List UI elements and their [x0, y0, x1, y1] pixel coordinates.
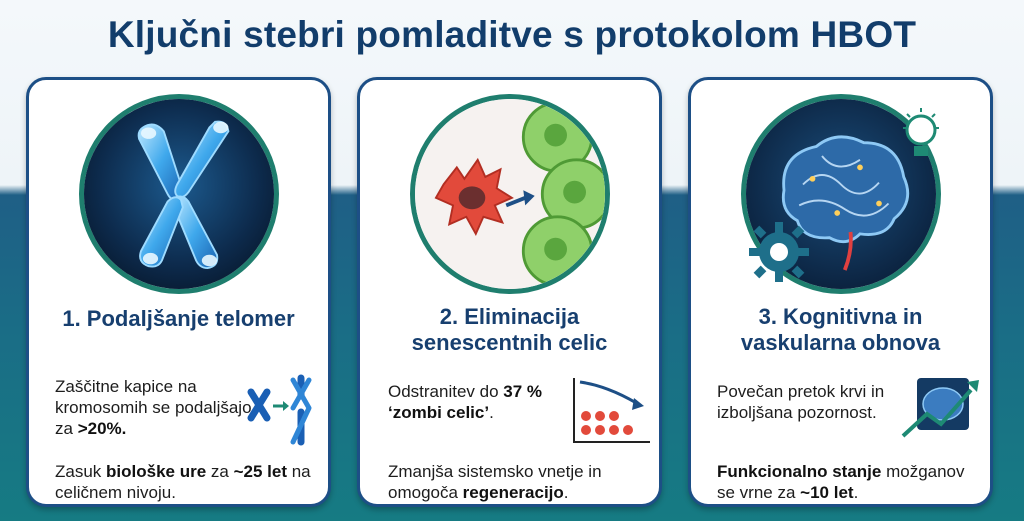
heading-line-1: 2. Eliminacija: [439, 304, 580, 329]
card-paragraph-1: Zaščitne kapice na kromosomih se podaljš…: [55, 376, 265, 439]
senescent-cell-illustration: [409, 94, 610, 294]
highlight-term: Funkcionalno stanje: [717, 462, 882, 481]
card-telomeres: 1. Podaljšanje telomer Zaščitne kapice n…: [26, 77, 331, 507]
text-fragment: možganov se vrne za: [717, 462, 965, 502]
card-paragraph-2: Zmanjša sistemsko vnetje in omogoča rege…: [388, 461, 648, 503]
highlight-term: ‘zombi celic’: [388, 403, 490, 422]
card-heading: 2. Eliminacija senescentnih celic: [360, 304, 659, 356]
card-paragraph-1: Povečan pretok krvi in izboljšana pozorn…: [717, 382, 885, 422]
gear-icon: [749, 222, 809, 282]
text-fragment: na celičnem nivoju.: [55, 462, 311, 502]
page-title: Ključni stebri pomladitve s protokolom H…: [107, 14, 917, 55]
highlight-value: ~25 let: [233, 462, 287, 481]
text-fragment: .: [563, 483, 569, 502]
card-heading: 1. Podaljšanje telomer: [62, 306, 295, 331]
chromosome-lengthening-icon: [247, 374, 312, 446]
card-cognitive: 3. Kognitivna in vaskularna obnova Poveč…: [688, 77, 993, 507]
highlight-term: biološke ure: [106, 462, 207, 481]
heading-line-2: senescentnih celic: [411, 330, 608, 355]
chromosome-icon: [83, 99, 274, 289]
text-fragment: Zasuk: [55, 462, 107, 481]
chromosome-illustration: [78, 94, 279, 294]
heading-line-2: vaskularna obnova: [740, 330, 941, 355]
senescent-cell-icon: [414, 99, 605, 289]
highlight-term: regeneracijo: [462, 483, 564, 502]
text-fragment: Odstranitev do: [388, 382, 504, 401]
card-senescent-cells: 2. Eliminacija senescentnih celic Odstra…: [357, 77, 662, 507]
text-fragment: Zaščitne kapice na kromosomih se podaljš…: [55, 377, 252, 438]
text-fragment: za: [206, 462, 234, 481]
card-paragraph-2: Zasuk biološke ure za ~25 let na celične…: [55, 461, 315, 503]
highlight-value: 37 %: [503, 382, 543, 401]
text-fragment: .: [489, 403, 494, 422]
brain-growth-chart-icon: [901, 378, 979, 438]
card-paragraph-2: Funkcionalno stanje možganov se vrne za …: [717, 461, 979, 503]
text-fragment: Zmanjša sistemsko vnetje in omogoča: [388, 462, 602, 502]
decline-chart-icon: [573, 378, 650, 443]
highlight-value: >20%.: [77, 419, 127, 438]
card-heading: 3. Kognitivna in vaskularna obnova: [691, 304, 990, 356]
heading-line-1: 3. Kognitivna in: [758, 304, 923, 329]
card-paragraph-1: Odstranitev do 37 % ‘zombi celic’.: [388, 381, 588, 423]
highlight-value: ~10 let: [800, 483, 854, 502]
text-fragment: .: [853, 483, 859, 502]
lightbulb-icon: [903, 108, 939, 156]
